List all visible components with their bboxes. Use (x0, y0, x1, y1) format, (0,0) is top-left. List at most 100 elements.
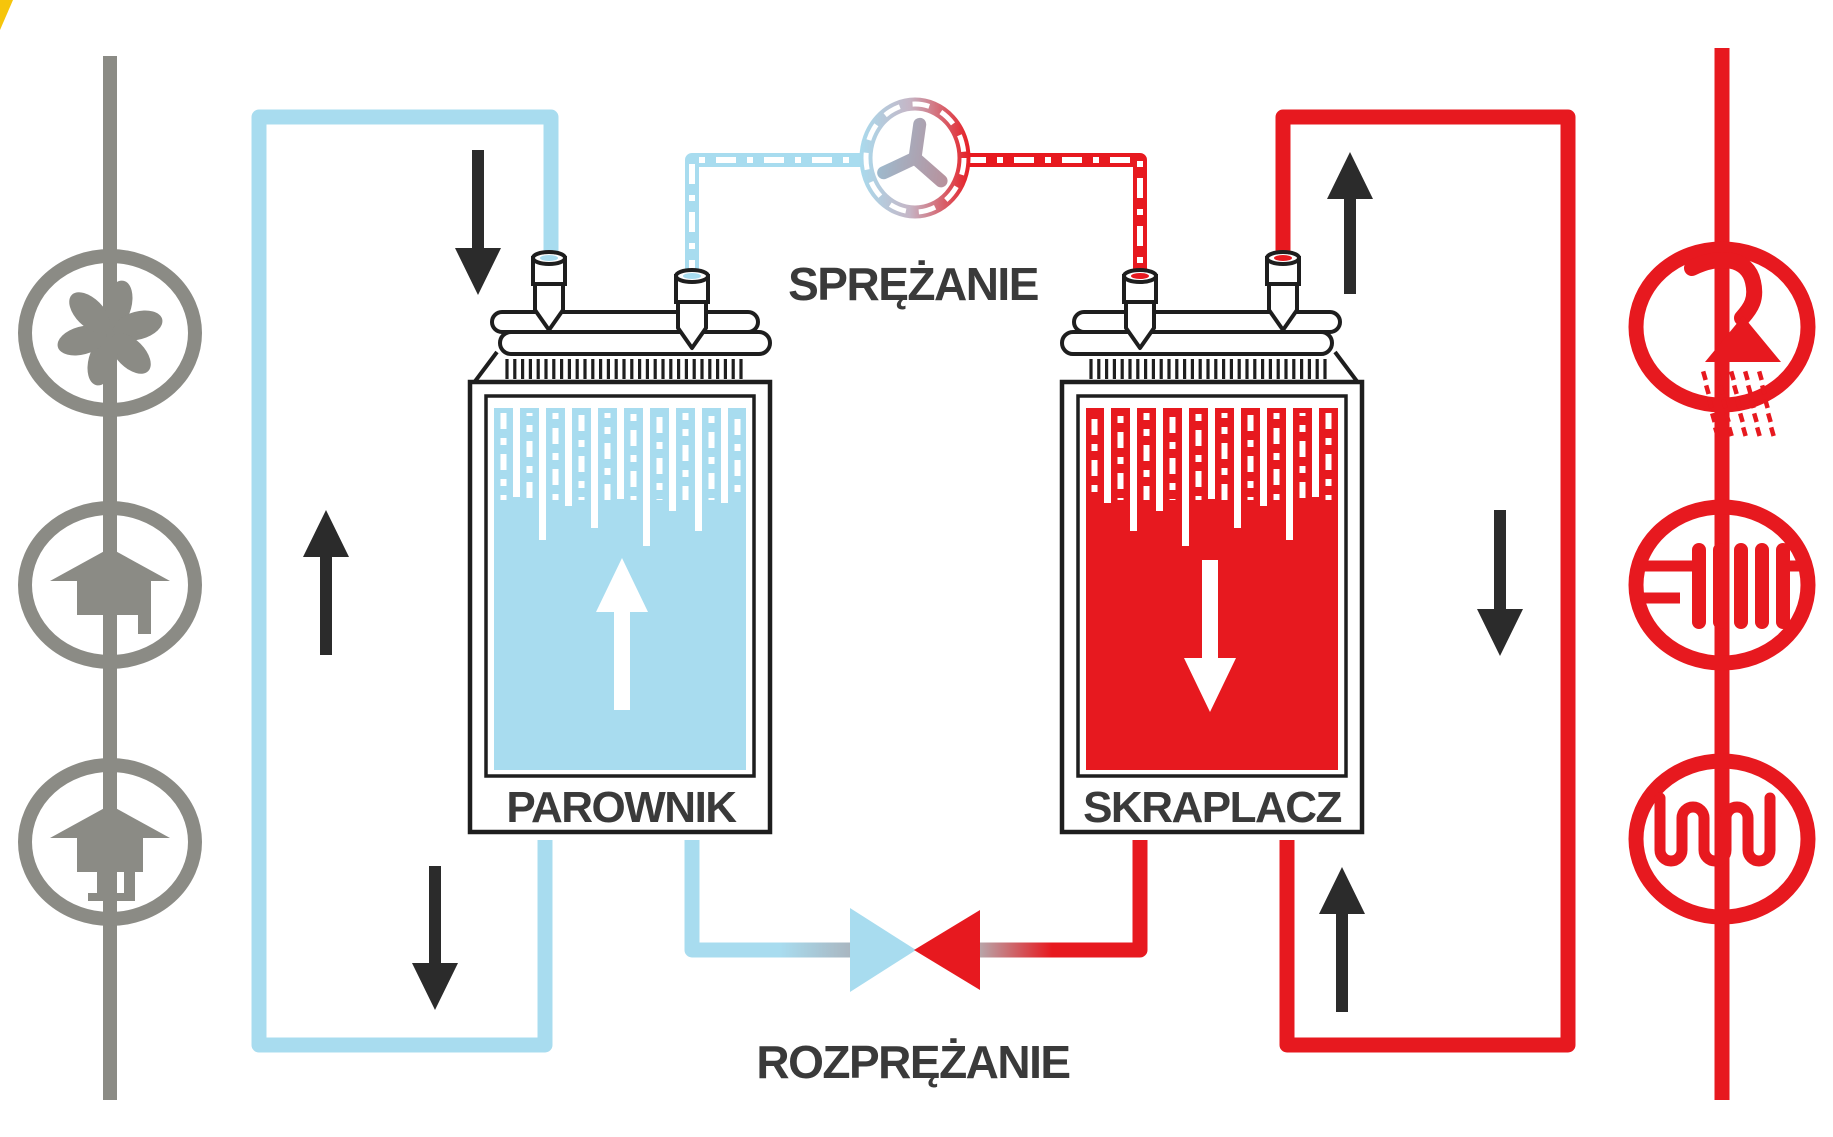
tank-stripe-gap (695, 408, 702, 531)
shower-droplet (1701, 370, 1708, 381)
fan-petal (57, 325, 107, 356)
shower-droplet (1710, 412, 1717, 423)
cold-pipe-fade (780, 942, 852, 958)
up-arrow-mid-left (303, 510, 349, 655)
fan-petal (110, 333, 151, 374)
underfloor-heating-icon (1654, 792, 1776, 867)
up-arrow-bottom-right (1319, 867, 1365, 1012)
tank-stripe-gap (565, 408, 572, 506)
cold-circuit-pipes (251, 109, 852, 1053)
expansion-valve (850, 908, 980, 992)
shower-droplet (1752, 412, 1759, 423)
tank-stripe-gap (1104, 408, 1111, 503)
shower-droplet (1755, 426, 1762, 437)
tank-stripe-gap (1234, 408, 1241, 528)
cold-loop-pipe (251, 109, 559, 1053)
flow-arrows (303, 150, 1523, 1012)
expansion-valve-cold-triangle (850, 908, 916, 992)
tank-stripe-gap (591, 408, 598, 528)
expansion-label: ROZPRĘŻANIE (756, 1036, 1069, 1088)
tank-stripe-gap (617, 408, 624, 499)
tank-lid-chamfer (471, 350, 499, 386)
down-arrow-mid-right (1477, 510, 1523, 656)
radiator-bar (1755, 543, 1769, 629)
tank-nozzle-fluid (683, 273, 701, 279)
suction-pipe (685, 153, 864, 280)
compression-label: SPRĘŻANIE (788, 258, 1038, 310)
compressor-propeller-icon (877, 117, 948, 188)
discharge-pipe-dashes (966, 157, 1143, 280)
shower-droplet (1749, 398, 1756, 409)
tank-stripe-gap (1182, 408, 1189, 546)
condenser-down-arrow (1184, 560, 1236, 712)
shower-droplet (1721, 398, 1728, 409)
radiator-bar (1692, 543, 1706, 629)
shower-droplet (1703, 384, 1711, 395)
hot-circuit-pipes (978, 109, 1576, 1053)
compressor-ring-dashes (863, 101, 967, 215)
tank-stripe-gap (1208, 408, 1215, 499)
tank-lid-bar (1072, 310, 1342, 334)
hot-loop-pipe (1275, 109, 1576, 1053)
shower-droplet (1729, 370, 1736, 381)
tank-stripe-gap (669, 408, 676, 511)
tank-stripe-gap (539, 408, 546, 540)
source-circle-ground (18, 758, 202, 926)
tank-lid-bar (498, 330, 772, 356)
tank-stripe-gap (513, 408, 520, 497)
expansion-valve-hot-triangle (914, 910, 980, 990)
house-icon (50, 548, 170, 634)
shower-icon (1684, 251, 1781, 437)
condenser-label: SKRAPLACZ (1083, 783, 1341, 832)
fan-petal (113, 310, 163, 341)
source-circle-building (18, 501, 202, 669)
shower-droplet (1717, 384, 1725, 395)
shower-droplet (1760, 384, 1767, 395)
tank-stripe-gap (1312, 408, 1319, 497)
shower-droplet (1707, 398, 1714, 409)
tank-lid-chamfer (1333, 350, 1361, 386)
up-arrow-top-right (1327, 152, 1373, 294)
shower-droplet (1765, 412, 1773, 423)
tank-nozzle-fluid (1274, 255, 1292, 261)
evaporator-label: PAROWNIK (506, 783, 737, 832)
shower-droplet (1726, 426, 1734, 437)
tank-stripe-gap (643, 408, 650, 546)
compressor (859, 97, 971, 219)
shower-droplet (1715, 370, 1722, 381)
tank-nozzle-fluid (1131, 273, 1149, 279)
fan-icon (57, 280, 163, 386)
radiator-icon (1644, 543, 1800, 629)
hot-pipe-fade (978, 942, 1052, 958)
radiator-bar (1734, 543, 1748, 629)
tank-stripe-gap (721, 408, 728, 503)
tank-lid-bar (490, 310, 760, 334)
down-arrow-top-left (455, 150, 501, 295)
tank-nozzle-fluid (540, 255, 558, 261)
shower-droplet (1742, 370, 1750, 381)
shower-droplet (1724, 412, 1731, 423)
tank-stripe-gap (1130, 408, 1137, 531)
radiator-bar (1713, 543, 1727, 629)
shower-droplet (1769, 426, 1776, 437)
tank-stripe-gap (1286, 408, 1293, 540)
shower-droplet (1731, 384, 1739, 395)
shower-droplet (1738, 412, 1745, 423)
heat-source-column (18, 56, 202, 1100)
emitter-circle-floor-heating (1628, 753, 1816, 925)
tank-stripe-gap (1260, 408, 1267, 506)
shower-droplet (1756, 370, 1764, 381)
corner-accent (0, 0, 13, 30)
tank-stripe-gap (1156, 408, 1163, 511)
fan-petal (69, 292, 110, 333)
shower-droplet (1746, 384, 1753, 395)
house-on-stilts-icon (50, 805, 170, 901)
source-circle-air (18, 249, 202, 417)
hot-pipe-to-expansion-valve (980, 840, 1148, 958)
radiator-bar (1776, 543, 1790, 629)
evaporator-tank (467, 250, 773, 835)
shower-droplet (1713, 426, 1720, 437)
shower-droplet (1735, 398, 1742, 409)
